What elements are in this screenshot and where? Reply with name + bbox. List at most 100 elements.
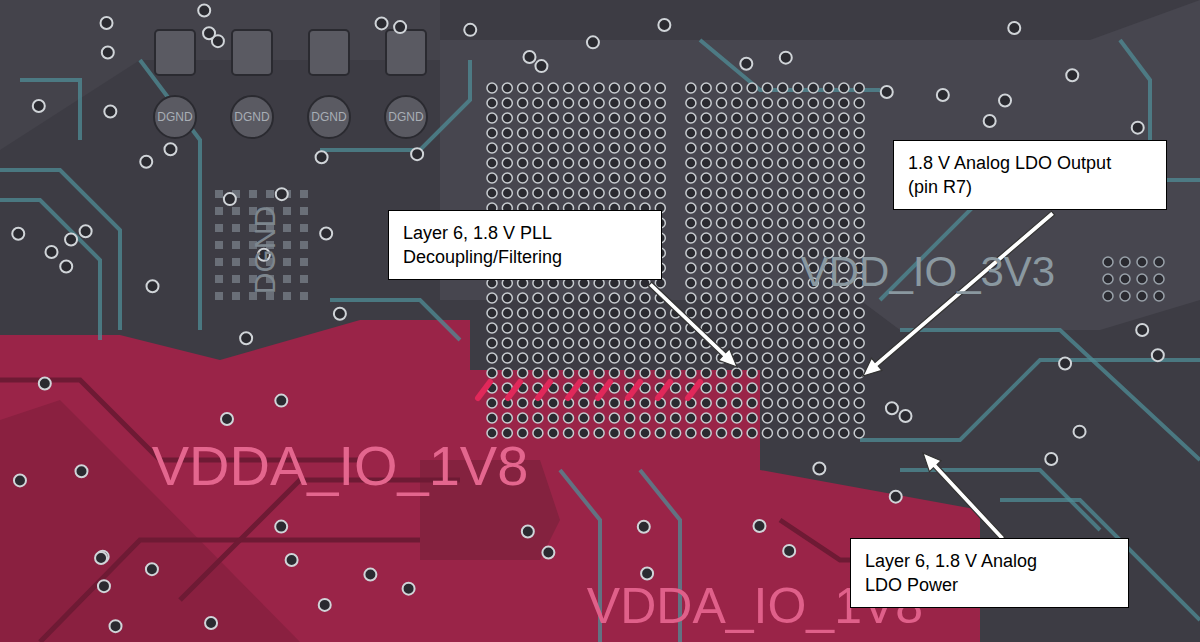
bga-ball [609, 113, 619, 123]
leader-arrow [923, 453, 1005, 541]
via [881, 86, 893, 98]
bga-ball [640, 113, 650, 123]
bga-ball [717, 278, 727, 288]
bga-ball [762, 308, 772, 318]
via [464, 24, 476, 36]
via [300, 224, 308, 232]
bga-ball [640, 83, 650, 93]
bga-ball [671, 413, 681, 423]
bga-ball [778, 248, 788, 258]
bga-ball [548, 98, 558, 108]
bga-ball [533, 83, 543, 93]
via [283, 258, 291, 266]
bga-ball [793, 428, 803, 438]
via [813, 463, 825, 475]
bga-ball [564, 293, 574, 303]
bga-ball [701, 428, 711, 438]
bga-ball [824, 83, 834, 93]
bga-ball [824, 113, 834, 123]
bga-ball [502, 308, 512, 318]
bga-ball [609, 128, 619, 138]
bga-ball [839, 218, 849, 228]
bga-ball [594, 368, 604, 378]
bga-ball [854, 338, 864, 348]
bga-ball [640, 143, 650, 153]
round-pad [154, 96, 196, 138]
bga-ball [579, 398, 589, 408]
bga-ball [717, 263, 727, 273]
trace [700, 40, 880, 90]
bga-ball [548, 413, 558, 423]
via [266, 190, 274, 198]
bga-ball [502, 338, 512, 348]
bga-ball [502, 143, 512, 153]
bga-ball [717, 293, 727, 303]
via [98, 580, 110, 592]
bga-ball [686, 278, 696, 288]
bga-ball [686, 368, 696, 378]
bga-ball [487, 83, 497, 93]
via [638, 521, 650, 533]
bga-ball [778, 338, 788, 348]
bga-ball [854, 203, 864, 213]
bga-ball [854, 143, 864, 153]
via [215, 207, 223, 215]
bga-ball [686, 143, 696, 153]
bga-ball [762, 83, 772, 93]
bga-ball [793, 233, 803, 243]
via [535, 60, 547, 72]
trace [900, 470, 1100, 530]
trace [20, 80, 80, 140]
bga-ball [579, 338, 589, 348]
bga-ball [518, 398, 528, 408]
bga-ball [548, 113, 558, 123]
via [146, 563, 158, 575]
bga-ball [579, 188, 589, 198]
bga-ball [548, 428, 558, 438]
via [232, 207, 240, 215]
bga-ball [762, 353, 772, 363]
bga-ball [824, 353, 834, 363]
bga-ball [655, 83, 665, 93]
decoupling-trace [478, 382, 490, 398]
bga-ball [747, 158, 757, 168]
bga-ball [701, 413, 711, 423]
bga-ball [487, 188, 497, 198]
trace [860, 360, 1200, 440]
bga-ball [594, 293, 604, 303]
bga-ball [824, 233, 834, 243]
bga-ball [854, 113, 864, 123]
bga-ball [778, 113, 788, 123]
bga-ball [655, 173, 665, 183]
bga-ball [518, 83, 528, 93]
bga-ball [732, 293, 742, 303]
bga-ball [793, 308, 803, 318]
bga-ball [747, 113, 757, 123]
bga-ball [686, 158, 696, 168]
bga-ball [564, 173, 574, 183]
bga-ball [518, 98, 528, 108]
via [39, 377, 51, 389]
bga-ball [854, 158, 864, 168]
via [215, 275, 223, 283]
via [320, 228, 332, 240]
via [249, 190, 257, 198]
bga-ball [854, 353, 864, 363]
via [164, 143, 176, 155]
bga-ball [732, 383, 742, 393]
bga-ball [609, 188, 619, 198]
via [1136, 324, 1148, 336]
via [890, 491, 902, 503]
bga-ball [747, 143, 757, 153]
bga-ball [762, 233, 772, 243]
bga-ball [747, 323, 757, 333]
bga-ball [839, 113, 849, 123]
bga-ball [686, 338, 696, 348]
bga-ball [609, 413, 619, 423]
bga-ball [640, 368, 650, 378]
bga-ball [502, 188, 512, 198]
bga-ball [778, 218, 788, 228]
bga-ball [518, 188, 528, 198]
bga-ball [625, 308, 635, 318]
